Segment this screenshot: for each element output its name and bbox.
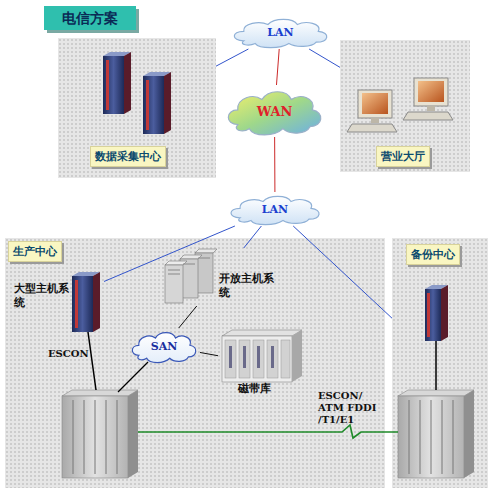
cloud-label: WAN	[257, 104, 293, 119]
title-banner: 电信方案	[44, 6, 136, 30]
cloud-shape	[231, 196, 319, 224]
backup-wire	[435, 341, 437, 390]
remote-link	[138, 425, 398, 438]
network-cloud: LAN	[228, 15, 333, 49]
cloud-label: LAN	[262, 203, 288, 216]
network-link	[179, 306, 197, 328]
server-tower	[143, 72, 171, 134]
open-host-servers	[165, 249, 217, 303]
site-group: 数据采集中心	[58, 38, 216, 178]
interface-label: ESCON	[48, 348, 108, 360]
network-link	[104, 226, 235, 281]
site-label: 数据采集中心	[90, 146, 166, 167]
site-label: 营业大厅	[376, 146, 430, 167]
cloud-label: SAN	[151, 340, 178, 353]
pc-terminal	[403, 78, 453, 120]
storage-cabinet	[398, 390, 474, 478]
cloud-shape	[228, 92, 320, 135]
storage-cabinet	[62, 390, 138, 478]
equipment-node: 磁带库	[218, 328, 310, 400]
network-link	[216, 49, 248, 66]
network-link	[200, 352, 218, 355]
network-link	[274, 137, 275, 192]
network-link	[309, 49, 340, 67]
mainframe-tower	[72, 272, 100, 332]
backup-server-tower	[425, 285, 448, 341]
network-cloud: WAN	[222, 85, 327, 137]
tape-library	[222, 330, 302, 382]
network-link	[293, 226, 392, 318]
cloud-shape	[132, 333, 195, 363]
network-cloud: SAN	[128, 328, 200, 364]
site-group: 生产中心大型主机系统 开放主机系统 SAN 磁带库	[5, 238, 385, 488]
network-link	[244, 226, 262, 248]
cloud-shape	[234, 19, 326, 47]
equipment-label: 大型主机系统	[14, 282, 70, 310]
equipment-label: 开放主机系统	[219, 272, 275, 300]
site-label: 备份中心	[406, 244, 460, 265]
site-group: 备份中心	[392, 238, 488, 488]
equipment-node: 大型主机系统	[12, 268, 104, 334]
equipment-node: 开放主机系统	[163, 248, 278, 306]
site-label: 生产中心	[8, 241, 62, 262]
cloud-label: LAN	[267, 26, 293, 39]
escon-wire	[88, 332, 96, 390]
san-wire	[118, 362, 148, 392]
link-label: ESCON/ ATM FDDI /T1/E1	[318, 390, 390, 426]
pc-terminal	[347, 90, 397, 132]
network-cloud: LAN	[225, 192, 325, 226]
network-link	[276, 49, 279, 85]
site-group: 营业大厅	[340, 40, 470, 172]
equipment-label: 磁带库	[238, 382, 298, 396]
server-tower	[103, 52, 131, 114]
